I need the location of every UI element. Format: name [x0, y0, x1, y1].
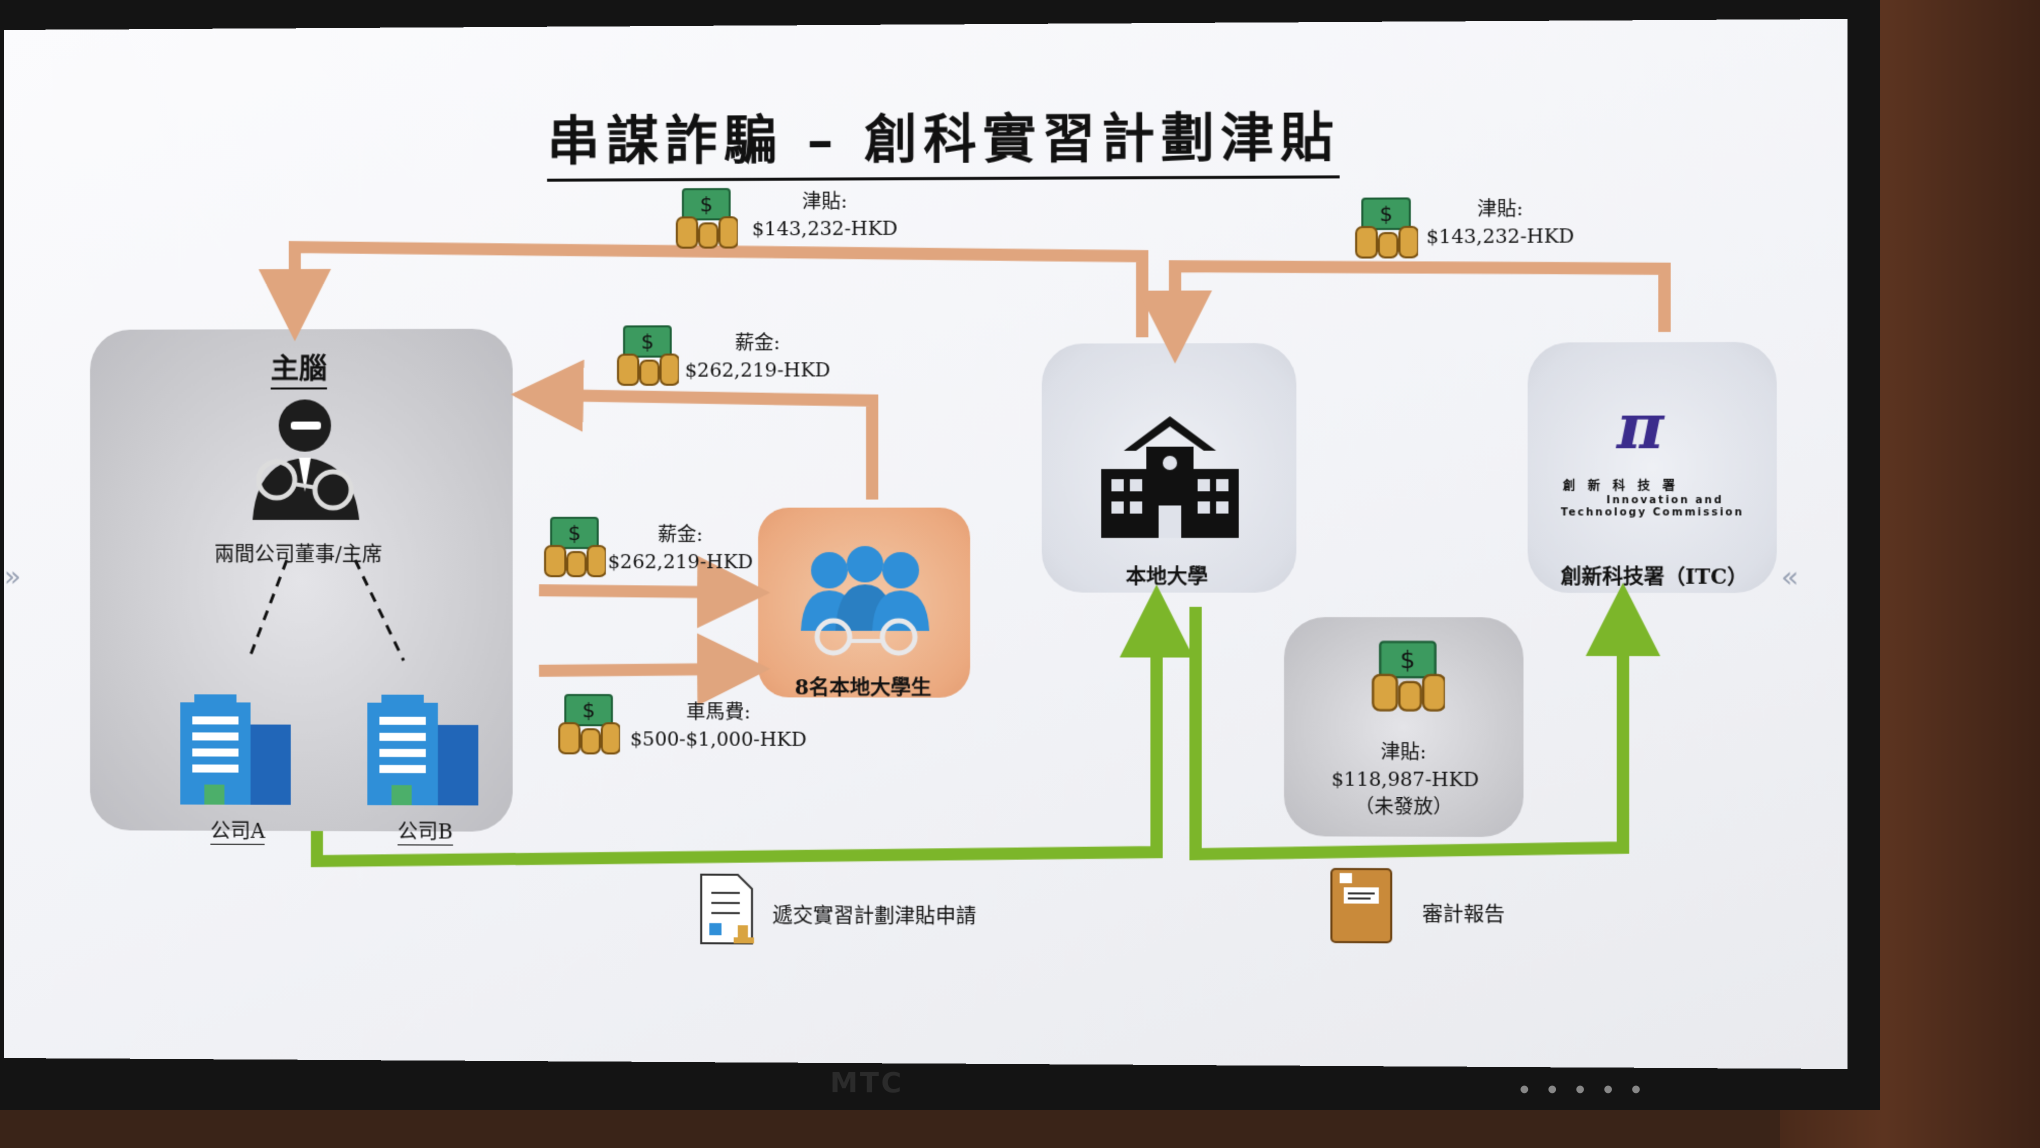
svg-text:$: $ — [568, 521, 581, 545]
company-a-label: 公司A — [210, 814, 266, 845]
unpaid-subsidy-amount: $118,987-HKD — [1331, 768, 1480, 792]
arrow-subsidy-to-university — [1175, 265, 1664, 333]
money-icon: $ — [557, 693, 621, 756]
salary-mid-amount: $262,219-HKD — [607, 551, 754, 574]
money-icon: $ — [543, 516, 606, 578]
svg-text:$: $ — [1400, 647, 1415, 674]
subsidy-left-text: 津貼: $143,232-HKD — [752, 188, 898, 243]
money-icon: $ — [1354, 196, 1419, 259]
subsidy-left-title: 津貼: — [802, 190, 848, 213]
salary-top-title: 薪金: — [735, 332, 781, 355]
subsidy-left-amount: $143,232-HKD — [752, 217, 898, 241]
svg-text:$: $ — [700, 192, 713, 216]
subsidy-right-amount: $143,232-HKD — [1426, 225, 1575, 249]
itc-logo-english-2: Technology Commission — [1560, 507, 1745, 519]
company-a-building-icon — [180, 694, 291, 805]
itc-logo-chinese: 創 新 科 技 署 — [1562, 478, 1675, 494]
arrow-subsidy-to-mastermind — [295, 244, 1142, 339]
monitor: MTC ● ● ● ● ● » « 串謀詐騙 – 創科實習計劃津貼 — [0, 0, 1880, 1110]
subsidy-right-text: 津貼: $143,232-HKD — [1426, 196, 1574, 251]
money-icon: $ — [616, 324, 679, 387]
salary-top-text: 薪金: $262,219-HKD — [685, 330, 831, 385]
svg-text:$: $ — [1379, 202, 1392, 226]
unpaid-subsidy-text: 津貼: $118,987-HKD （未發放） — [1331, 739, 1480, 822]
arrow-salary-back-to-mastermind — [547, 395, 872, 500]
university-building-icon — [1101, 416, 1239, 538]
link-to-company-a — [249, 560, 287, 660]
application-label: 遞交實習計劃津貼申請 — [772, 903, 977, 929]
company-b-label: 公司B — [397, 815, 453, 846]
monitor-brand: MTC — [830, 1066, 904, 1099]
unpaid-subsidy-note: （未發放） — [1354, 795, 1453, 819]
audit-report-label: 審計報告 — [1422, 901, 1505, 927]
arrow-fare-to-students — [539, 669, 734, 671]
students-label: 8名本地大學生 — [794, 675, 932, 700]
audit-report-icon — [1329, 867, 1401, 945]
subsidy-right-title: 津貼: — [1477, 197, 1524, 221]
svg-text:$: $ — [582, 698, 595, 722]
money-icon: $ — [1371, 639, 1445, 712]
university-label: 本地大學 — [1125, 564, 1208, 589]
monitor-buttons: ● ● ● ● ● — [1520, 1084, 1649, 1095]
fare-title: 車馬費: — [686, 701, 751, 724]
mastermind-role-label: 兩間公司董事/主席 — [214, 541, 383, 567]
slide-screen: » « 串謀詐騙 – 創科實習計劃津貼 — [4, 19, 1848, 1069]
unpaid-subsidy-title: 津貼: — [1380, 741, 1427, 764]
itc-logo-pi: π — [1616, 389, 1664, 464]
salary-mid-text: 薪金: $262,219-HKD — [608, 522, 753, 576]
salary-mid-title: 薪金: — [657, 523, 703, 547]
company-b-building-icon — [367, 694, 479, 806]
itc-logo-english-1: Innovation and — [1606, 495, 1724, 507]
fare-amount: $500-$1,000-HKD — [630, 728, 807, 751]
itc-label: 創新科技署（ITC） — [1560, 564, 1748, 589]
arrow-salary-to-students — [539, 590, 734, 592]
application-document-icon — [699, 873, 760, 946]
students-group-icon — [800, 546, 930, 659]
money-icon: $ — [675, 187, 738, 250]
svg-text:$: $ — [641, 329, 654, 353]
fare-text: 車馬費: $500-$1,000-HKD — [630, 699, 806, 754]
salary-top-amount: $262,219-HKD — [684, 359, 831, 382]
link-to-company-b — [355, 560, 403, 660]
mastermind-heading: 主腦 — [270, 347, 328, 390]
handcuffed-person-icon — [236, 399, 377, 520]
